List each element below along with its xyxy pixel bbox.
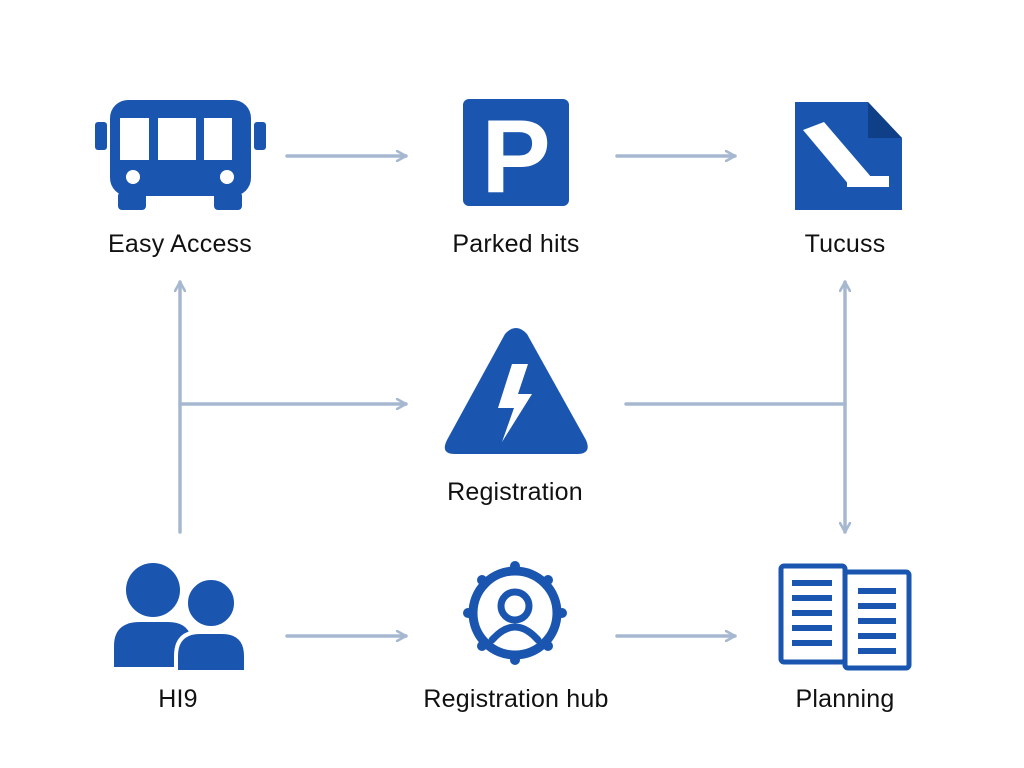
parking-icon: P xyxy=(463,99,569,215)
bus-icon xyxy=(95,100,266,210)
connectors xyxy=(180,156,845,636)
user-target-icon xyxy=(463,561,567,665)
label-hi9: HI9 xyxy=(158,685,198,713)
users-icon xyxy=(114,563,248,674)
label-easy-access: Easy Access xyxy=(108,230,252,258)
label-registration-hub: Registration hub xyxy=(423,685,609,713)
document-icon xyxy=(795,102,902,210)
label-tucuss: Tucuss xyxy=(804,230,886,258)
label-parked-hits: Parked hits xyxy=(452,230,580,258)
svg-text:P: P xyxy=(481,99,550,215)
open-book-icon xyxy=(778,563,912,671)
label-registration: Registration xyxy=(447,478,583,506)
lightning-warning-icon xyxy=(444,328,588,454)
label-planning: Planning xyxy=(795,685,895,713)
